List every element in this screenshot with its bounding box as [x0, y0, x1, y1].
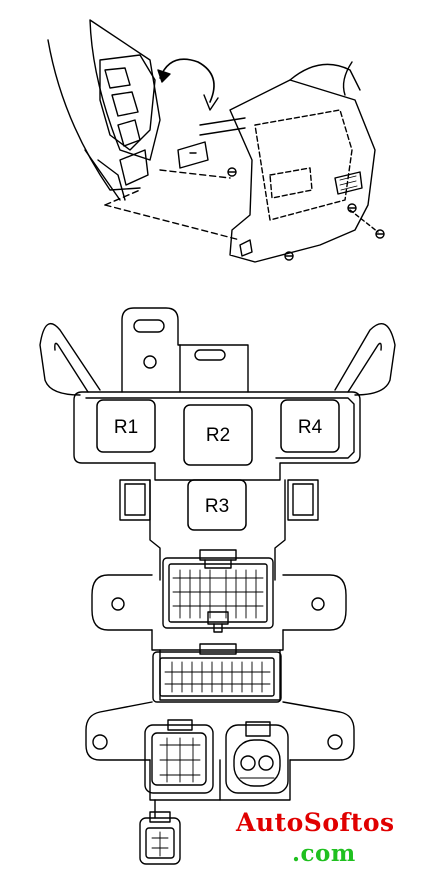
relay-r3: R3: [187, 479, 247, 531]
connector-bottom-left: [144, 719, 214, 794]
relay-r2-label: R2: [206, 425, 230, 446]
connector-lower: [152, 643, 282, 703]
connector-bottom-right: [225, 721, 289, 794]
relay-r2: R2: [183, 404, 253, 466]
relay-r4-label: R4: [298, 417, 323, 438]
relay-block: [39, 307, 396, 865]
removal-arrow: [159, 58, 215, 103]
relay-r1-label: R1: [114, 417, 138, 438]
relay-r4: R4: [280, 399, 340, 453]
screw-icon: [347, 203, 357, 213]
watermark-line2: .com: [292, 840, 356, 867]
relay-r3-label: R3: [205, 496, 229, 517]
screw-icon: [375, 229, 385, 239]
screw-icon: [284, 251, 294, 261]
right-wing: [334, 322, 396, 396]
relay-r1: R1: [96, 399, 156, 453]
connector-upper: [162, 549, 274, 633]
left-wing: [39, 322, 101, 396]
watermark-line1: AutoSoftos: [236, 808, 395, 837]
screw-icon: [227, 167, 237, 177]
connector-pigtail: [139, 799, 181, 865]
dash-panel-illustration: [47, 19, 385, 263]
lower-panel: [229, 79, 376, 263]
top-tab: [121, 307, 249, 393]
